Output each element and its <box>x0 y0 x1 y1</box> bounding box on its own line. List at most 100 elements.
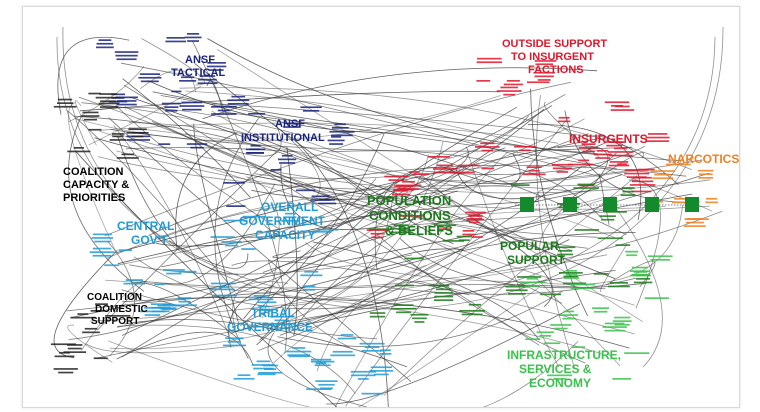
causal-link <box>265 141 444 330</box>
heading-line: GOV'T <box>131 233 169 247</box>
causal-link <box>122 296 630 349</box>
node-label <box>629 176 656 186</box>
node-label <box>394 284 414 287</box>
causal-link <box>388 205 710 228</box>
node-label <box>510 184 530 186</box>
node-label <box>258 364 283 374</box>
node-label <box>525 338 541 340</box>
section-overall-govt-capacity: OVERALL GOVERNMENT CAPACITY <box>239 200 326 242</box>
node-label <box>559 310 579 320</box>
causal-link <box>117 324 356 394</box>
heading-line: TO INSURGENT <box>511 51 594 63</box>
node-label <box>163 269 185 275</box>
causal-link <box>312 241 540 340</box>
node-label <box>165 37 186 43</box>
heading-line: DOMESTIC <box>95 304 148 315</box>
node-label <box>211 282 236 288</box>
node-label <box>227 95 250 105</box>
node-label <box>389 224 413 234</box>
node-label <box>462 230 475 236</box>
section-ansf-institutional: ANSF INSTITUTIONAL <box>241 118 325 144</box>
node-label <box>82 327 100 334</box>
causal-link <box>94 137 440 205</box>
node-label <box>300 106 322 112</box>
causal-link <box>75 95 501 142</box>
heading-line: SUPPORT <box>507 253 566 267</box>
node-label <box>281 212 300 222</box>
node-label <box>241 248 256 250</box>
node-label <box>442 240 465 242</box>
node-label <box>150 303 171 313</box>
node-label <box>579 184 594 187</box>
node-label <box>466 214 483 224</box>
node-label <box>88 92 101 95</box>
node-label <box>311 360 335 367</box>
node-label <box>697 169 714 179</box>
node-label <box>242 215 266 218</box>
causal-link <box>75 151 338 407</box>
popular-support-chain <box>515 197 699 212</box>
popular-support-stock <box>685 197 699 212</box>
node-label <box>481 167 495 170</box>
causal-link <box>141 38 205 86</box>
section-infrastructure: INFRASTRUCTURE, SERVICES & ECONOMY <box>507 348 621 390</box>
heading-line: CAPACITY & <box>63 179 129 191</box>
node-label <box>105 315 131 317</box>
node-label <box>578 143 599 153</box>
causal-link <box>68 199 453 340</box>
node-label <box>359 342 385 352</box>
node-label <box>350 370 376 380</box>
node-label <box>465 211 486 221</box>
causal-link <box>121 133 589 358</box>
node-label <box>209 288 235 291</box>
popular-support-stock <box>603 197 617 212</box>
node-label <box>684 218 709 220</box>
node-label <box>592 307 610 313</box>
popular-support-stock <box>645 197 659 212</box>
node-label <box>597 237 623 240</box>
node-label <box>391 190 411 196</box>
causal-link <box>147 80 411 134</box>
node-label <box>154 283 165 286</box>
node-label <box>88 128 102 131</box>
causal-link <box>110 129 633 152</box>
node-label <box>368 228 394 230</box>
node-label <box>562 282 587 285</box>
node-label <box>571 346 586 348</box>
node-label <box>476 57 503 64</box>
node-label <box>226 205 246 207</box>
causal-link <box>383 175 638 396</box>
causal-link <box>66 284 606 312</box>
node-label <box>554 246 576 256</box>
causal-link <box>74 100 97 146</box>
causal-link <box>128 127 615 238</box>
node-label <box>450 171 475 174</box>
node-label <box>400 215 425 217</box>
node-label <box>197 75 218 85</box>
causal-link <box>68 114 145 292</box>
node-label <box>379 349 392 355</box>
causal-link <box>482 341 579 407</box>
causal-link <box>206 80 224 114</box>
node-label <box>610 105 635 111</box>
node-label <box>270 169 282 171</box>
heading-line: INFRASTRUCTURE, <box>507 348 621 362</box>
causal-link <box>330 150 604 221</box>
section-outside-support: OUTSIDE SUPPORT TO INSURGENT FACTIONS <box>502 38 607 76</box>
node-label <box>593 150 612 159</box>
heading-line: TRIBAL <box>251 306 295 320</box>
node-label <box>468 303 482 306</box>
node-label <box>631 190 652 193</box>
node-label <box>286 347 312 356</box>
node-label <box>171 297 198 307</box>
afghanistan-dynamics-diagram: ANSF TACTICAL ANSF INSTITUTIONAL COALITI… <box>50 26 739 407</box>
causal-link <box>62 26 724 310</box>
node-label <box>318 199 337 205</box>
node-label <box>337 334 357 340</box>
node-label <box>578 159 589 162</box>
node-label <box>295 189 316 192</box>
causal-link <box>193 123 240 324</box>
node-label <box>650 170 675 180</box>
node-label <box>624 169 650 178</box>
node-label <box>233 374 255 380</box>
